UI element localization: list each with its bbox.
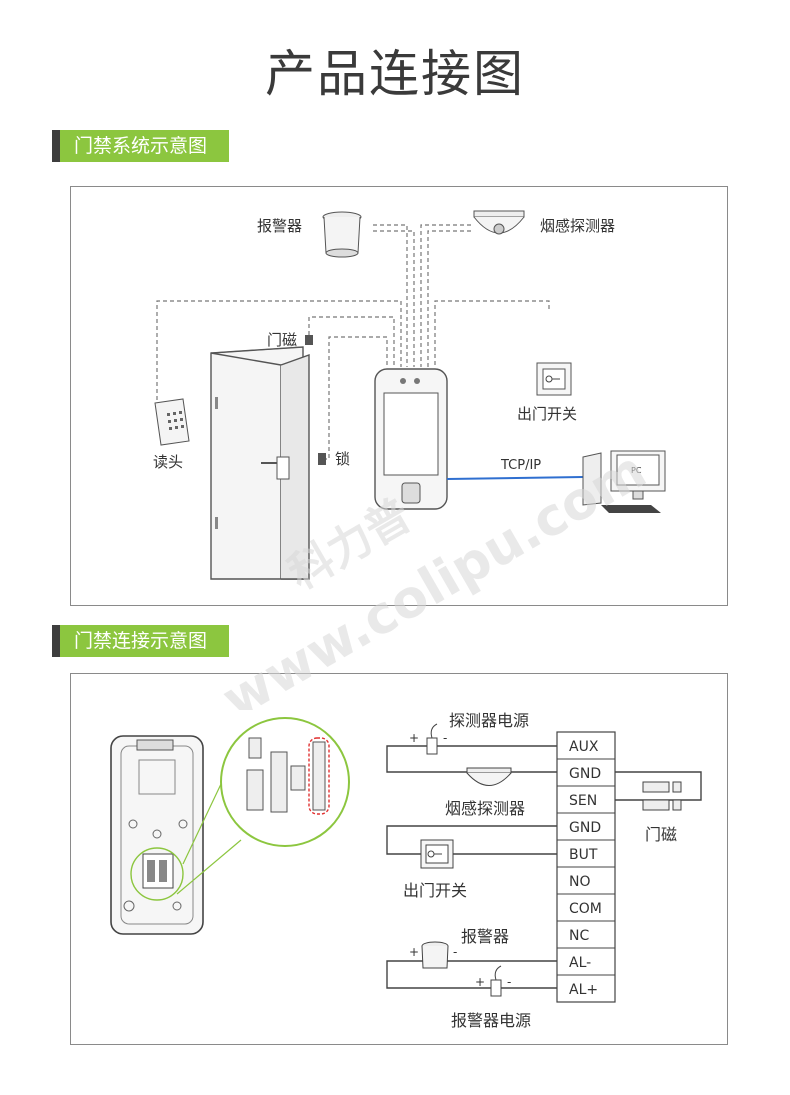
smoke-label: 烟感探测器 (540, 217, 615, 235)
terminal-label: AUX (569, 739, 599, 755)
terminal-label: GND (569, 820, 601, 836)
door-sensor-label: 门磁 (645, 825, 677, 844)
terminal-label: NO (569, 874, 591, 890)
exit-button-label: 出门开关 (517, 405, 577, 423)
plus-sign: + (409, 945, 419, 959)
door-sensor-icon (305, 335, 313, 345)
system-diagram: 报警器 烟感探测器 门磁 锁 (153, 210, 666, 580)
door-sensor-label: 门磁 (267, 331, 297, 349)
device-back-icon (110, 735, 242, 935)
alarm-power-label: 报警器电源 (451, 1011, 531, 1030)
wiring-diagram-panel: AUX GND SEN GND BUT NO COM NC AL- AL+ 探测… (70, 673, 728, 1045)
exit-button-icon (536, 362, 572, 396)
plus-sign: + (475, 975, 485, 989)
section-tag-label: 门禁系统示意图 (60, 130, 230, 162)
terminal-label: GND (569, 766, 601, 782)
system-diagram-panel: 报警器 烟感探测器 门磁 锁 (70, 186, 728, 606)
smoke-label: 烟感探测器 (445, 799, 525, 818)
pc-label: PC (631, 466, 642, 475)
smoke-detector-icon (473, 210, 525, 235)
exit-button-label: 出门开关 (403, 881, 467, 900)
network-line (446, 476, 584, 480)
door-icon (210, 346, 310, 580)
terminal-label: COM (569, 901, 602, 917)
card-reader-icon (154, 398, 190, 446)
terminal-block: AUX GND SEN GND BUT NO COM NC AL- AL+ (556, 731, 616, 1003)
terminal-zoom-icon (220, 717, 350, 847)
pc-icon (582, 450, 666, 513)
terminal-label: AL+ (569, 982, 598, 998)
alarm-power-icon (490, 965, 502, 997)
reader-label: 读头 (153, 453, 183, 471)
section-tag-bar (52, 625, 60, 657)
access-terminal-icon (374, 368, 448, 510)
section-tag-label: 门禁连接示意图 (60, 625, 230, 657)
section-tag-bar (52, 130, 60, 162)
minus-sign: - (507, 975, 511, 989)
minus-sign: - (453, 945, 457, 959)
plus-sign: + (409, 731, 419, 745)
alarm-label: 报警器 (257, 217, 302, 235)
door-sensor-icon (642, 781, 682, 811)
lock-label: 锁 (335, 450, 350, 468)
network-label: TCP/IP (500, 458, 541, 473)
page-title: 产品连接图 (265, 45, 525, 103)
exit-button-icon (420, 839, 454, 869)
wiring-diagram: AUX GND SEN GND BUT NO COM NC AL- AL+ 探测… (110, 711, 702, 1030)
detector-power-icon (426, 723, 438, 755)
alarm-icon (322, 211, 362, 258)
terminal-label: BUT (569, 847, 598, 863)
lock-icon (318, 453, 326, 465)
smoke-detector-icon (466, 767, 512, 786)
terminal-label: SEN (569, 793, 597, 809)
terminal-label: NC (569, 928, 589, 944)
alarm-icon (421, 941, 449, 969)
alarm-label: 报警器 (461, 927, 509, 946)
terminal-label: AL- (569, 955, 591, 971)
minus-sign: - (443, 731, 447, 745)
detector-power-label: 探测器电源 (449, 711, 529, 730)
dashed-wiring (156, 224, 550, 460)
section-tag-connection: 门禁连接示意图 (52, 625, 230, 657)
section-tag-system: 门禁系统示意图 (52, 130, 230, 162)
